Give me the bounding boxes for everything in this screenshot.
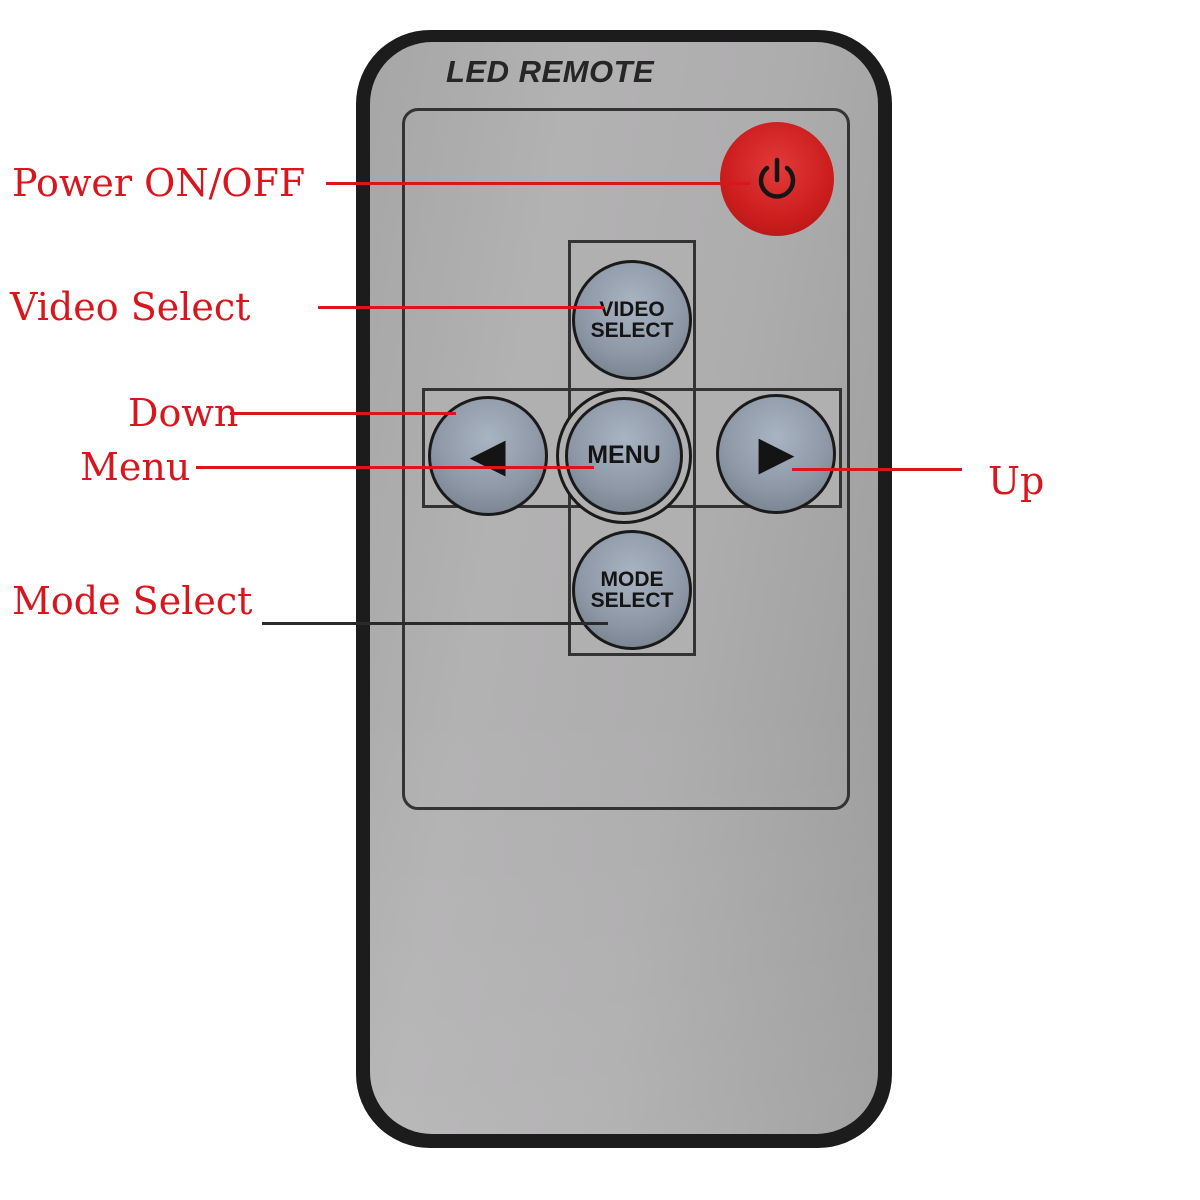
mode-select-button[interactable]: MODE SELECT [572,530,692,650]
power-icon [758,157,796,199]
left-arrow-icon: ◀ [471,430,505,480]
leader-mode-select [262,622,608,625]
leader-down [230,412,456,415]
remote-control: LED REMOTE VIDEO SELECT MENU ◀ ▶ MODE [356,30,892,1148]
right-arrow-icon: ▶ [759,428,793,478]
leader-video-select [318,306,604,309]
mode-select-line2: SELECT [590,589,674,612]
power-button[interactable] [720,122,834,236]
remote-title: LED REMOTE [446,54,655,89]
menu-button[interactable]: MENU [565,397,683,515]
button-panel [402,108,850,810]
leader-up [792,468,962,471]
menu-button-label: MENU [587,441,661,470]
remote-face: LED REMOTE VIDEO SELECT MENU ◀ ▶ MODE [370,42,878,1134]
label-power: Power ON/OFF [12,161,306,205]
label-mode-select: Mode Select [12,579,253,623]
leader-menu [196,466,594,469]
label-up: Up [988,459,1045,503]
label-down: Down [128,391,239,435]
face-shine [370,697,878,1134]
mode-select-line1: MODE [600,567,664,591]
up-button[interactable]: ▶ [716,394,836,514]
video-select-button[interactable]: VIDEO SELECT [572,260,692,380]
video-select-line1: VIDEO [599,297,665,321]
leader-power [326,182,750,185]
video-select-line2: SELECT [590,319,674,342]
label-menu: Menu [80,445,191,489]
down-button[interactable]: ◀ [428,396,548,516]
label-video-select: Video Select [10,285,251,329]
